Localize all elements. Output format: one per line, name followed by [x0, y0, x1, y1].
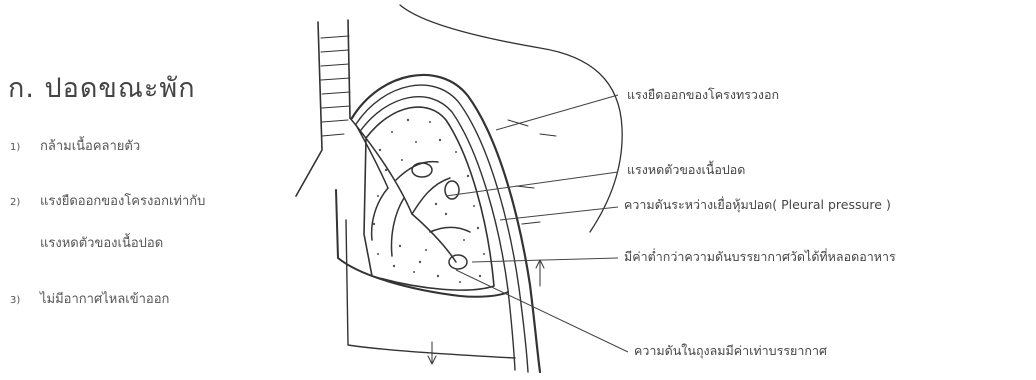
trachea-left: [296, 22, 322, 196]
leader-pleural: [500, 207, 618, 220]
lung-tissue-stipple: [373, 119, 485, 283]
label-lung-recoil: แรงหดตัวของเนื้อปอด: [627, 160, 745, 180]
trachea-right: [348, 20, 350, 118]
leader-chest-wall: [496, 95, 618, 130]
diaphragm-lower: [346, 220, 515, 358]
label-pleural-note: มีค่าต่ำกว่าความดันบรรยากาศวัดได้ที่หลอด…: [624, 247, 896, 267]
trachea-rings: [321, 36, 350, 136]
leader-alveolar: [456, 270, 628, 352]
label-chest-wall-recoil: แรงยืดออกของโครงทรวงอก: [627, 85, 779, 105]
bronchial-tree: [350, 118, 470, 269]
label-alveolar-pressure: ความดันในถุงลมมีค่าเท่าบรรยากาศ: [634, 341, 827, 361]
diaphragm: [336, 190, 508, 297]
label-pleural-pressure: ความดันระหว่างเยื่อหุ้มปอด( Pleural pres…: [624, 195, 891, 215]
leader-pleural-note: [472, 258, 618, 262]
lung-outline: [364, 107, 494, 290]
